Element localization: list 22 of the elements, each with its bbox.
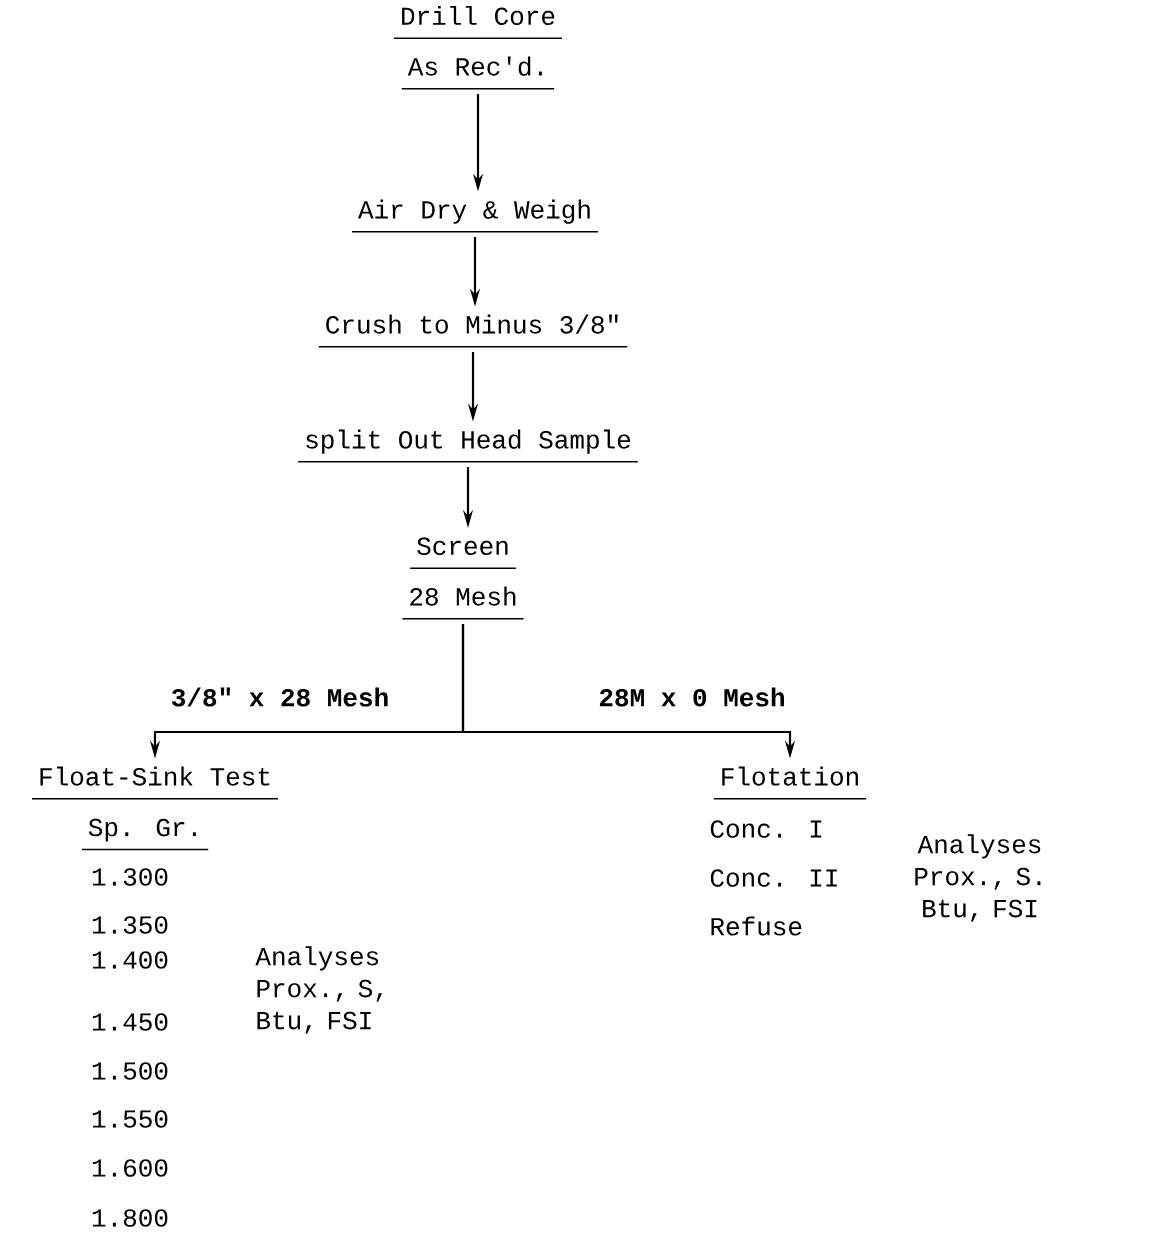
- underlined-step-label: split Out Head Sample: [297, 429, 639, 463]
- underlined-step-label: Flotation: [713, 766, 867, 800]
- edge-label: 3/8" x 28 Mesh: [168, 685, 392, 709]
- text-label: 1.500: [92, 1062, 168, 1080]
- text-label: 1.550: [92, 1110, 168, 1128]
- underlined-step-label: Drill Core As Rec'd.: [393, 5, 563, 90]
- underlined-step-label: Crush to Minus 3/8": [317, 314, 628, 348]
- underlined-step-label: Float-Sink Test: [31, 766, 279, 800]
- column-heading: Sp. Gr.: [81, 818, 209, 851]
- note: Analyses Prox., S, Btu, FSI: [255, 946, 383, 1034]
- text-label: 1.350: [92, 916, 168, 934]
- underlined-step-label: Screen 28 Mesh: [401, 537, 525, 620]
- text-label: 1.800: [92, 1209, 168, 1227]
- text-label: 1.450: [92, 1013, 168, 1031]
- text-label: Refuse: [711, 916, 802, 936]
- text-label: 1.300: [92, 868, 168, 886]
- edge-label: 28M x 0 Mesh: [596, 685, 788, 709]
- underlined-step-label: Air Dry & Weigh: [351, 199, 599, 233]
- text-label: Conc. II: [710, 869, 837, 887]
- note: Analyses Prox., S. Btu, FSI: [915, 834, 1041, 922]
- text-label: 1.600: [92, 1159, 168, 1177]
- text-label: 1.400: [92, 951, 168, 969]
